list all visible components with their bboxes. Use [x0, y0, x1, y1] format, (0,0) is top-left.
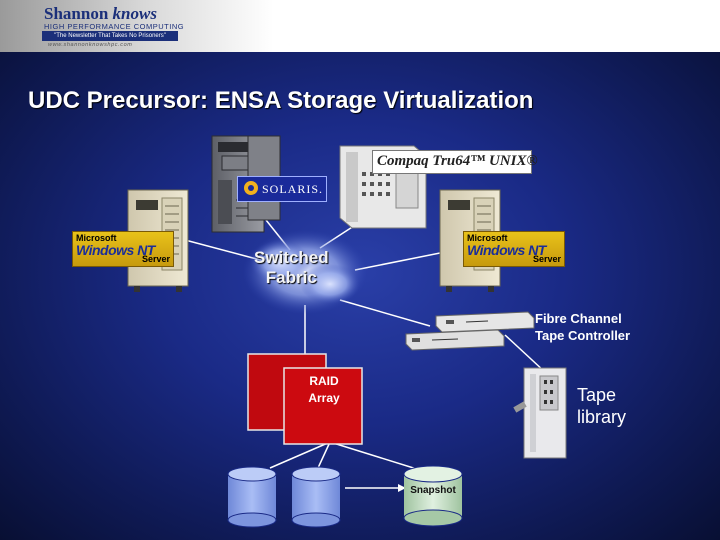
logo-website: www.shannonknowshpc.com [48, 42, 133, 48]
logo-subtitle: HIGH PERFORMANCE COMPUTING [44, 22, 185, 31]
badge-microsoft-text: Microsoft [467, 233, 508, 243]
fabric-line-2: Fabric [265, 268, 317, 287]
raid-array-label: RAID Array [296, 373, 352, 407]
snapshot-label: Snapshot [410, 485, 456, 496]
disk-right-icon [291, 466, 341, 528]
tape-library-label: Tape library [577, 384, 626, 428]
windows-nt-badge-right: Microsoft Windows NT Server [463, 231, 565, 267]
fibre-line-2: Tape Controller [535, 328, 631, 343]
solaris-badge: SOLARIS. [237, 176, 327, 202]
cloud-icon [243, 230, 367, 314]
fibre-channel-controller-icon [405, 311, 535, 351]
badge-server-text: Server [141, 254, 170, 264]
tru64-text: Compaq Tru64™ UNIX® [377, 153, 538, 169]
snapshot-disk-icon [403, 465, 463, 527]
shannon-knows-logo: Shannon knows HIGH PERFORMANCE COMPUTING… [38, 4, 184, 50]
fibre-channel-label: Fibre Channel Tape Controller [535, 310, 630, 344]
fabric-line-1: Switched [254, 248, 329, 267]
badge-microsoft-text: Microsoft [76, 233, 117, 243]
snapshot-arrow-icon [398, 484, 406, 492]
raid-line-2: Array [308, 391, 340, 405]
solaris-text: SOLARIS. [262, 182, 324, 196]
raid-array-icon [247, 353, 363, 445]
header-banner: Shannon knows HIGH PERFORMANCE COMPUTING… [0, 0, 720, 52]
solaris-logo-icon [244, 181, 258, 195]
raid-line-1: RAID [309, 374, 339, 388]
disk-left-icon [227, 466, 277, 528]
tape-line-1: Tape [577, 385, 617, 405]
logo-brand: Shannon knows [44, 4, 157, 23]
tru64-badge: Compaq Tru64™ UNIX® [372, 150, 538, 174]
slide-title: UDC Precursor: ENSA Storage Virtualizati… [28, 87, 534, 114]
badge-windows-text: Windows NT [76, 242, 155, 258]
tape-line-2: library [577, 407, 627, 427]
switched-fabric-label: Switched Fabric [254, 248, 329, 288]
windows-nt-badge-left: Microsoft Windows NT Server [72, 231, 174, 267]
logo-tagline: "The Newsletter That Takes No Prisoners" [42, 31, 178, 41]
tape-library-icon [513, 367, 567, 459]
badge-windows-text: Windows NT [467, 242, 546, 258]
fibre-line-1: Fibre Channel [535, 311, 622, 326]
badge-server-text: Server [532, 254, 561, 264]
slide-background [0, 52, 720, 540]
